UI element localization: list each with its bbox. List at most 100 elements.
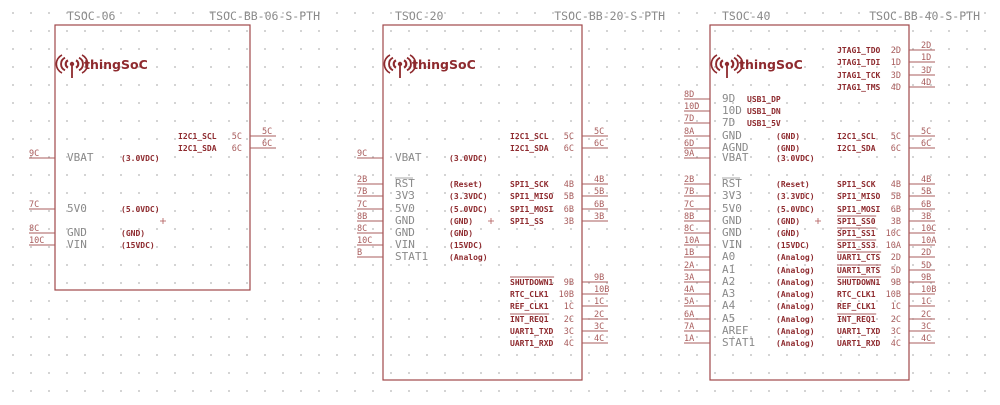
pin-number: 6C bbox=[921, 139, 931, 149]
pin-signal: I2C1_SCL bbox=[510, 132, 549, 141]
symbol-body bbox=[382, 24, 583, 381]
pin-number: 4C bbox=[594, 334, 604, 344]
pin-signal: SPI1_MISO bbox=[837, 192, 881, 201]
pin-number: 6B bbox=[594, 200, 604, 210]
pin-net: USB1_5V bbox=[747, 119, 781, 128]
pin-net: (5.0VDC) bbox=[449, 205, 488, 214]
pin-pad-number: 6C bbox=[891, 144, 901, 154]
wifi-signal-icon bbox=[55, 54, 89, 78]
pin-pad-number: 5D bbox=[891, 266, 901, 276]
pin-number: 4C bbox=[921, 334, 931, 344]
pin-number: 9B bbox=[921, 273, 931, 283]
pin-net: (Analog) bbox=[449, 253, 488, 262]
pin-number: 10A bbox=[921, 236, 936, 246]
pin-label: 7D bbox=[722, 116, 735, 129]
pin-number: 1C bbox=[921, 297, 931, 307]
pin-number: 2B bbox=[684, 175, 694, 185]
pin-pad-number: 1C bbox=[891, 302, 901, 312]
pin-number: 4B bbox=[921, 175, 931, 185]
pin-signal: UART1_CTS bbox=[837, 253, 881, 262]
thingsoc-logo: thingSoC bbox=[710, 54, 803, 78]
pin-label: A4 bbox=[722, 299, 736, 312]
pin-number: 7A bbox=[684, 322, 694, 332]
pin-left[interactable]: 7D 7D USB1_5V bbox=[684, 114, 781, 129]
pin-net: (GND) bbox=[121, 229, 145, 238]
pin-number: 7D bbox=[684, 114, 694, 124]
pin-net: (Reset) bbox=[776, 180, 810, 189]
pin-net: (Analog) bbox=[776, 327, 815, 336]
pin-number: 4A bbox=[684, 285, 694, 295]
pin-number: 6A bbox=[684, 310, 694, 320]
pin-signal: UART1_RTS bbox=[837, 266, 881, 275]
